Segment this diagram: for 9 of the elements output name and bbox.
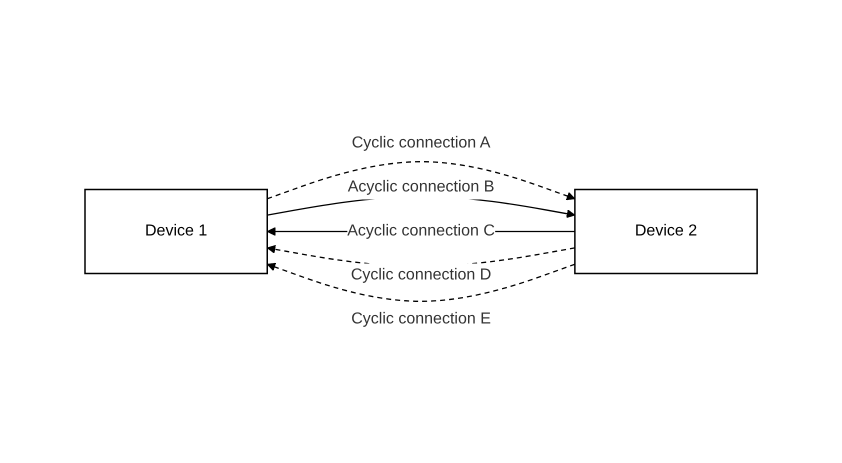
edge-label: Cyclic connection D [350,266,492,284]
edge-label: Cyclic connection A [352,134,490,152]
arrow [266,262,576,302]
node-box: Device 2 [574,188,758,274]
edge-label: Acyclic connection B [348,178,494,196]
edge-label: Acyclic connection C [347,222,495,240]
arrow [266,161,576,200]
edge-label: Cyclic connection E [351,310,491,328]
node-box: Device 1 [84,188,268,274]
